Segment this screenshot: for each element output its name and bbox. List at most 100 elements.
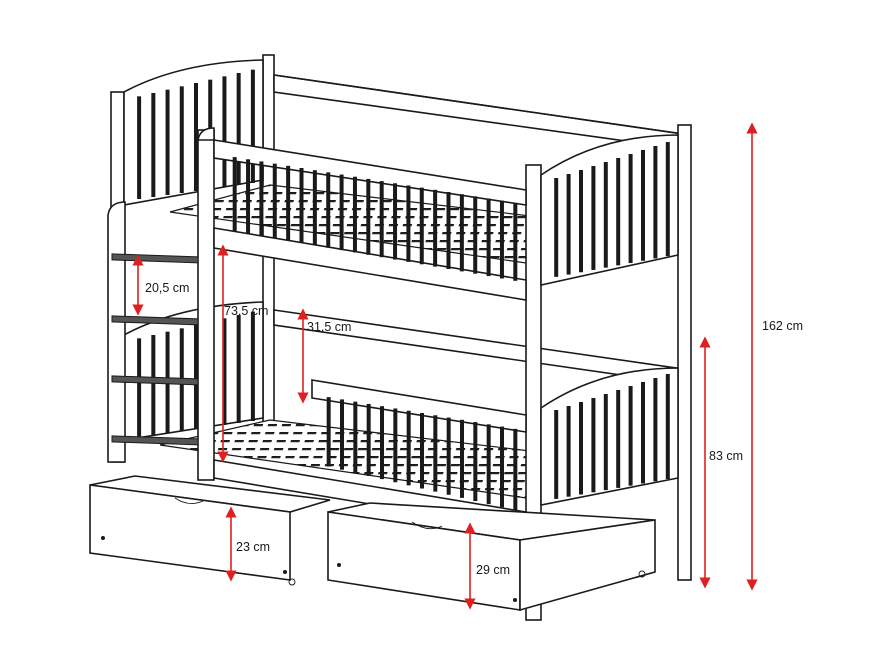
spindle xyxy=(603,394,608,491)
spindle xyxy=(299,168,304,243)
ladder-rung xyxy=(111,315,199,326)
dimension-total-height: 162 cm xyxy=(746,122,803,591)
spindle xyxy=(433,415,438,492)
dimension-bed-gap: 73,5 cm xyxy=(217,244,268,463)
spindle xyxy=(286,165,291,241)
spindle xyxy=(340,399,344,470)
spindle xyxy=(591,166,596,270)
spindle xyxy=(232,157,237,232)
spindle xyxy=(566,406,571,497)
spindle xyxy=(137,338,142,437)
spindle xyxy=(554,178,559,277)
spindle xyxy=(473,422,478,502)
spindle xyxy=(628,386,633,486)
front-left-post xyxy=(197,127,215,481)
spindle xyxy=(339,174,344,251)
spindle xyxy=(366,403,371,476)
lower-front-guard xyxy=(311,379,527,433)
spindle xyxy=(406,410,411,486)
dimension-label: 83 cm xyxy=(709,449,743,463)
dimension-label: 20,5 cm xyxy=(145,281,189,295)
spindle xyxy=(446,417,451,495)
spindle xyxy=(499,200,504,279)
spindle xyxy=(566,174,571,275)
dimension-ladder-rung-spacing: 20,5 cm xyxy=(132,254,189,316)
spindle xyxy=(236,315,241,423)
spindle xyxy=(250,311,255,421)
spindle xyxy=(665,374,670,480)
spindle xyxy=(393,408,398,483)
spindle xyxy=(259,161,264,236)
spindle xyxy=(500,426,504,508)
upper-front-spindles xyxy=(232,157,518,281)
spindle xyxy=(406,185,411,262)
back-right-post xyxy=(677,124,692,581)
spindle xyxy=(137,96,142,199)
spindle xyxy=(628,154,633,264)
spindle xyxy=(151,335,156,435)
spindle xyxy=(579,170,583,273)
dimension-label: 29 cm xyxy=(476,563,510,577)
lower-headboard-spindles xyxy=(554,374,670,499)
spindle xyxy=(194,83,198,191)
spindle xyxy=(194,325,198,429)
lower-front-headboard xyxy=(540,367,679,506)
ladder-rung xyxy=(111,435,199,446)
spindle xyxy=(326,172,331,248)
spindle xyxy=(641,150,645,261)
dimension-label: 23 cm xyxy=(236,540,270,554)
dimension-label: 73,5 cm xyxy=(224,304,268,318)
spindle xyxy=(236,73,241,185)
spindle xyxy=(446,192,451,269)
spindle xyxy=(554,410,559,499)
spindle xyxy=(353,401,358,473)
spindle xyxy=(272,163,277,239)
spindle xyxy=(653,146,658,259)
dimension-label: 162 cm xyxy=(762,319,803,333)
spindle xyxy=(486,424,491,505)
spindle xyxy=(459,194,464,272)
spindle xyxy=(179,86,184,193)
spindle xyxy=(379,181,384,258)
drawer-left xyxy=(89,475,331,586)
dimension-drawer-height-left: 23 cm xyxy=(225,506,270,582)
front-right-post xyxy=(525,164,542,621)
spindle xyxy=(460,419,464,498)
spindle xyxy=(366,178,371,255)
spindle xyxy=(473,196,478,274)
lower-front-spindles xyxy=(326,397,518,511)
ladder-rung xyxy=(111,375,199,386)
spindle xyxy=(222,76,227,187)
spindle xyxy=(312,170,317,246)
spindle xyxy=(616,390,621,488)
spindle xyxy=(513,428,518,511)
dimension-lower-rail-height: 31,5 cm xyxy=(297,308,351,404)
spindle xyxy=(419,187,424,265)
ladder xyxy=(107,201,199,463)
dimension-drawer-height-right: 29 cm xyxy=(464,522,510,610)
spindle xyxy=(603,162,608,268)
spindle xyxy=(380,406,384,480)
upper-headboard-spindles xyxy=(554,142,670,277)
spindle xyxy=(246,159,251,234)
spindle xyxy=(393,183,398,260)
dimension-label: 31,5 cm xyxy=(307,320,351,334)
spindle xyxy=(250,69,255,183)
spindle xyxy=(579,402,583,495)
upper-front-rail xyxy=(213,139,527,301)
spindle xyxy=(616,158,621,266)
spindle xyxy=(665,142,670,257)
spindle xyxy=(165,89,170,195)
dimension-lower-post-height: 83 cm xyxy=(699,336,743,589)
spindle xyxy=(151,93,156,197)
upper-back-headboard xyxy=(123,59,264,206)
spindle xyxy=(352,176,357,253)
spindle xyxy=(513,202,518,281)
upper-front-headboard xyxy=(540,134,679,286)
spindle xyxy=(433,189,438,267)
spindle xyxy=(420,413,424,489)
spindle xyxy=(326,397,331,467)
drawer-right xyxy=(327,502,656,612)
